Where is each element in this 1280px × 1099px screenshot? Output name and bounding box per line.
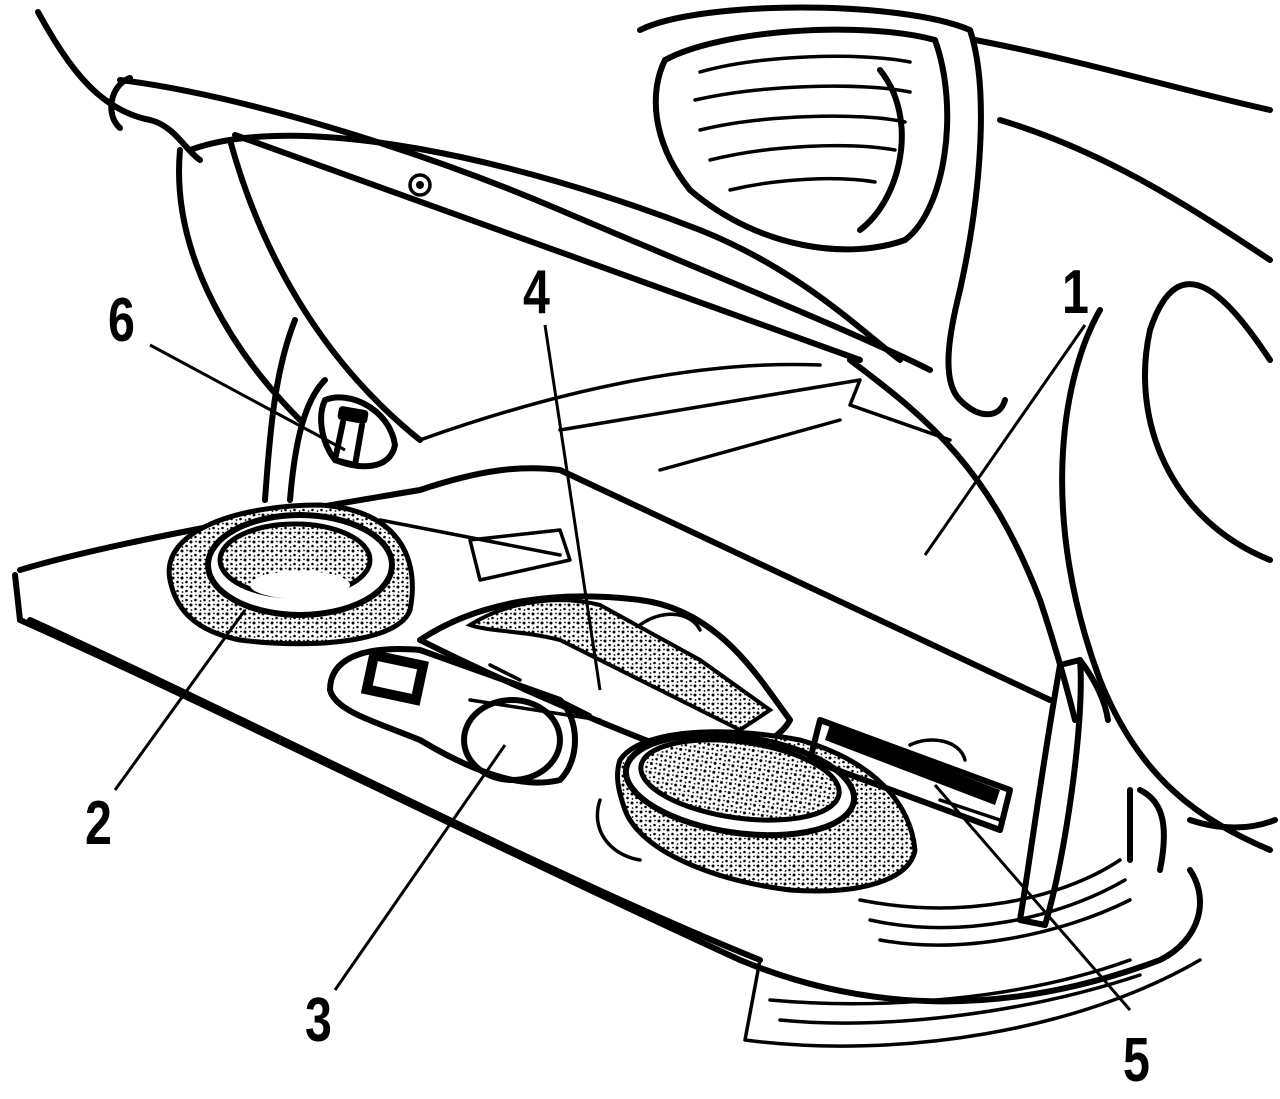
dashboard-outline <box>35 4 1278 853</box>
callout-1: 1 <box>1062 258 1089 327</box>
leader-3 <box>333 744 507 991</box>
cup-holder-left <box>166 502 415 647</box>
callout-4: 4 <box>523 258 550 327</box>
air-vent <box>652 26 951 253</box>
card-slot <box>807 717 1013 833</box>
leader-4 <box>543 324 602 691</box>
coin-compartment <box>378 518 793 763</box>
leader-lines <box>113 324 1132 1011</box>
pen-holder <box>327 646 602 786</box>
leader-1 <box>923 324 1087 556</box>
callout-2: 2 <box>85 789 112 858</box>
hinge-arms <box>262 317 1111 928</box>
latch <box>318 394 398 470</box>
tray <box>12 465 1203 1048</box>
leader-2 <box>113 609 247 791</box>
glovebox-lid <box>176 132 1078 723</box>
callout-3: 3 <box>305 986 332 1055</box>
callout-5: 5 <box>1123 1026 1150 1095</box>
leader-6 <box>149 343 346 452</box>
leader-5 <box>933 784 1132 1011</box>
callout-6: 6 <box>108 286 135 355</box>
